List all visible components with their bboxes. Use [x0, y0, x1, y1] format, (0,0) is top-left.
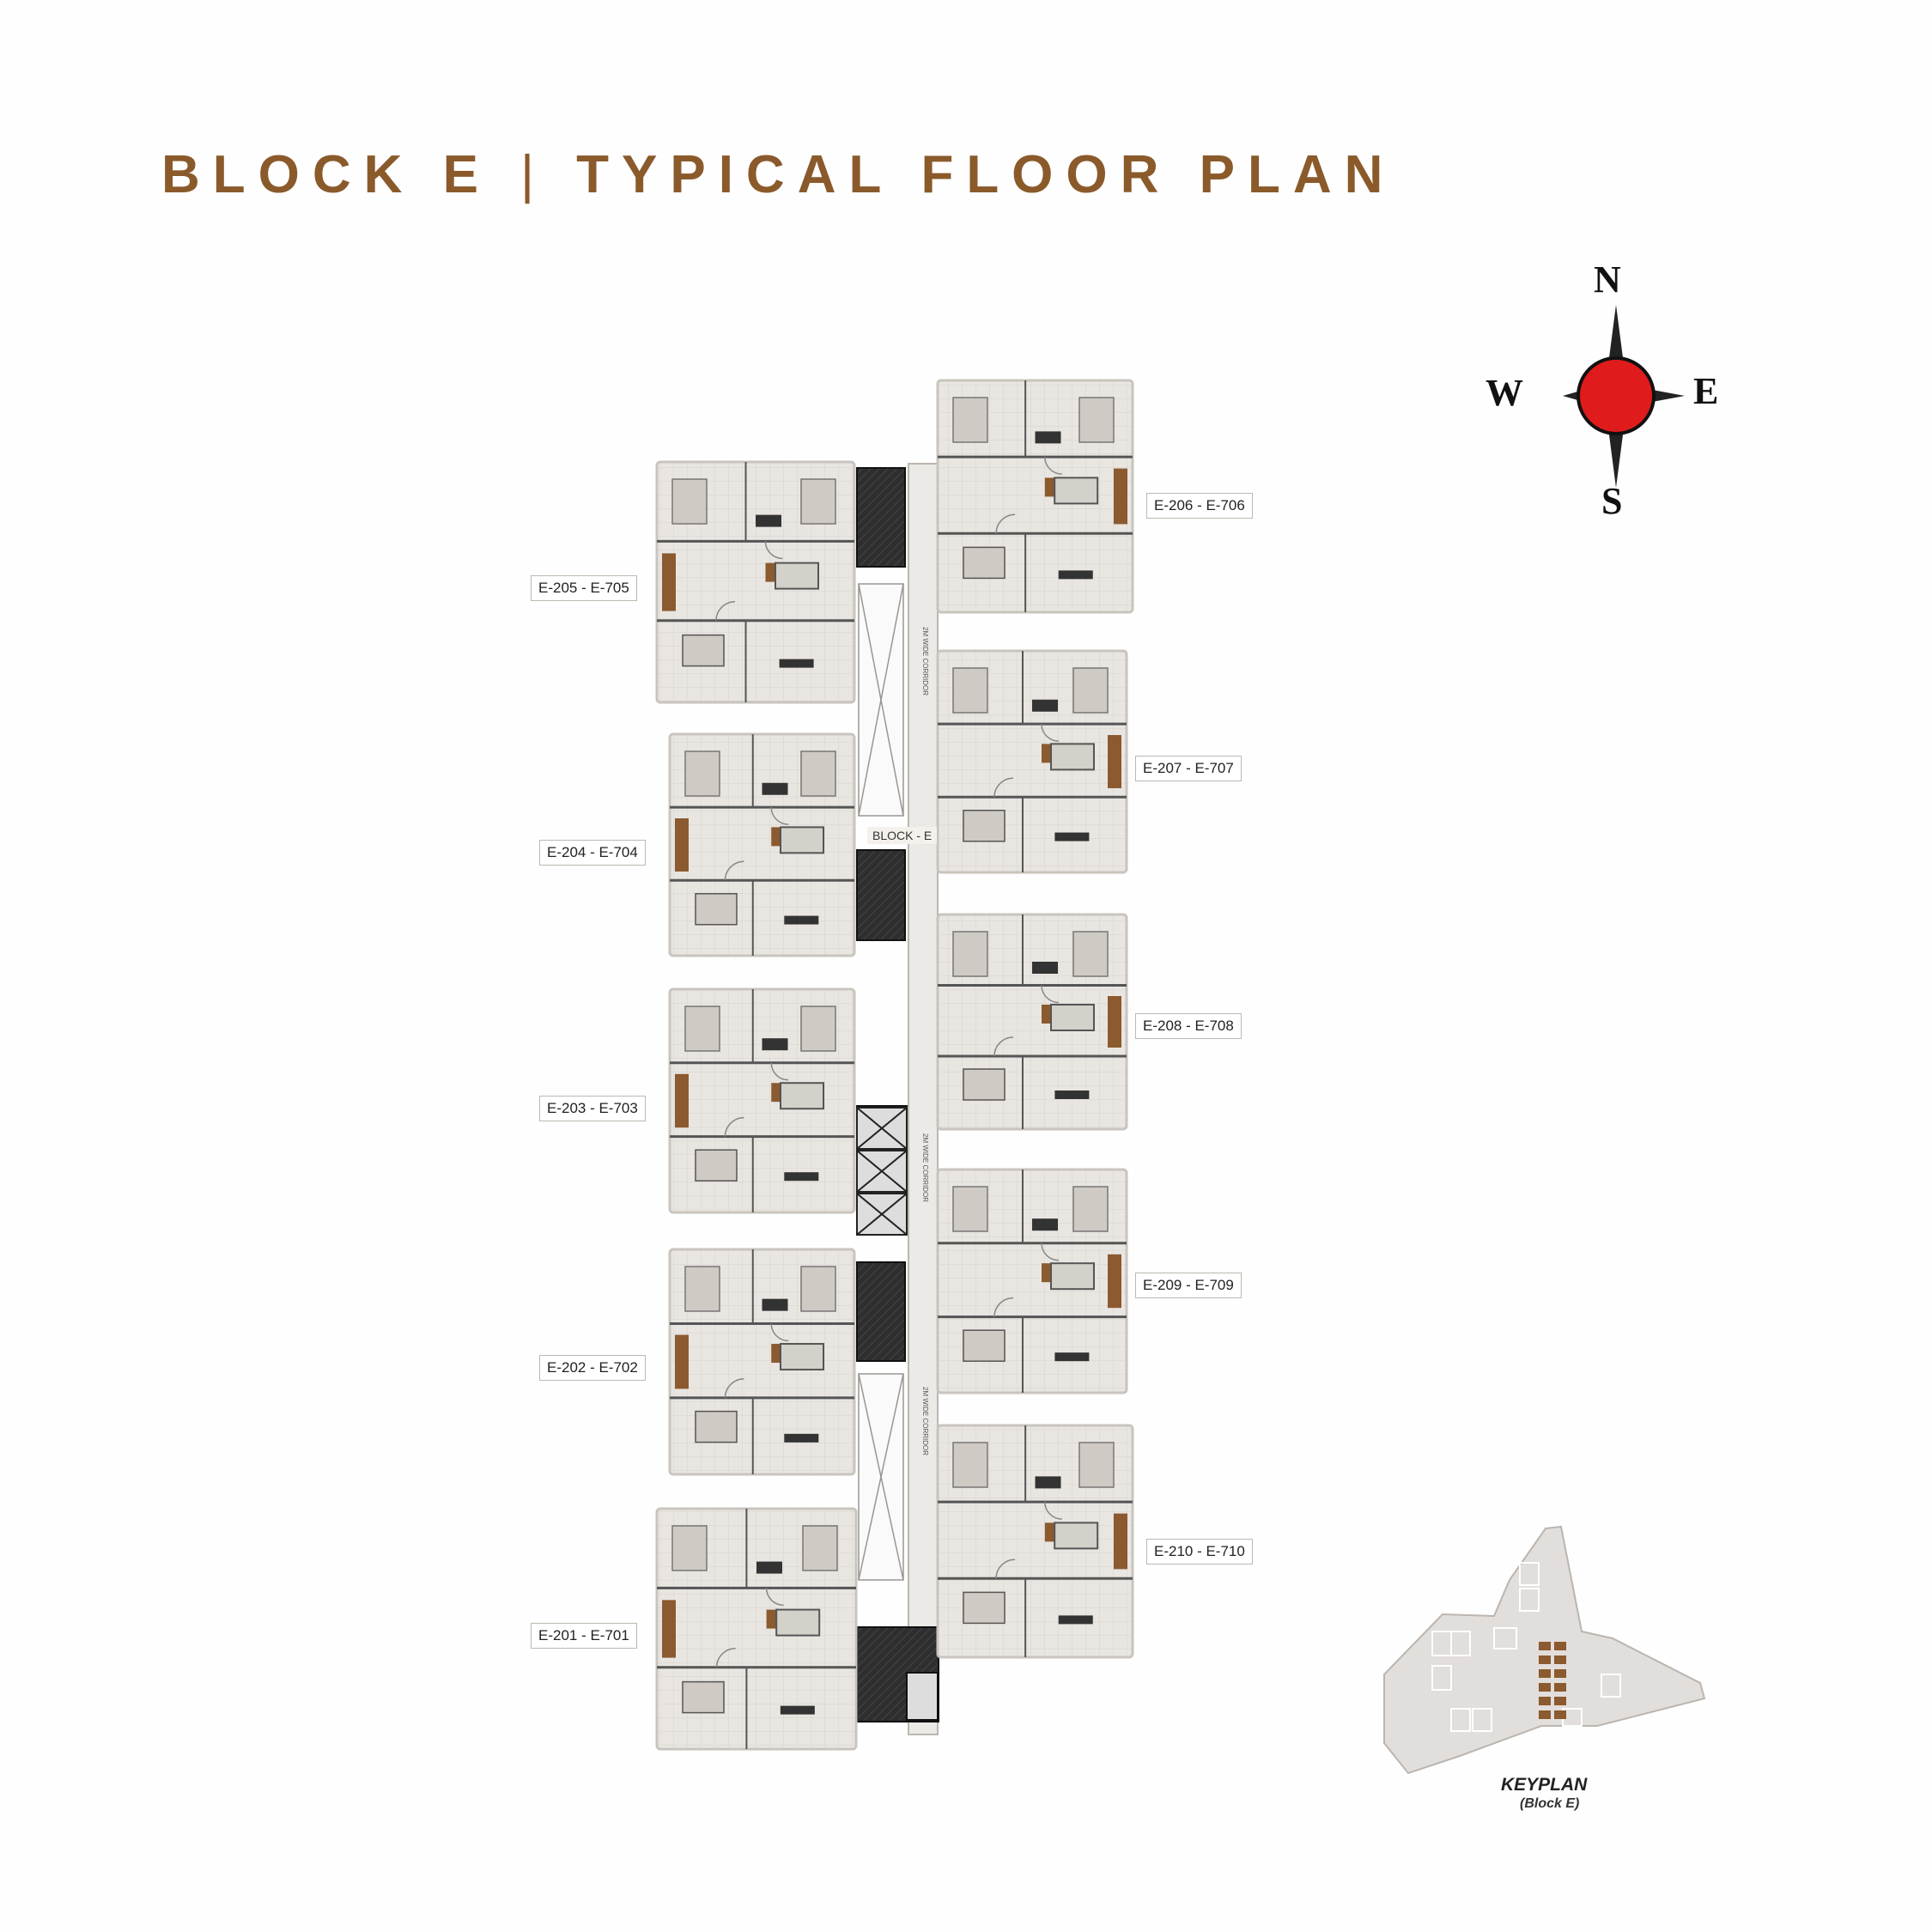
- lift-bottom: [906, 1672, 939, 1721]
- keyplan-title: KEYPLAN: [1501, 1775, 1588, 1795]
- unit-label-e206: E-206 - E-706: [1146, 493, 1253, 519]
- unit-label-e204: E-204 - E-704: [539, 840, 646, 866]
- corridor-label-3: 2M WIDE CORRIDOR: [921, 1387, 929, 1455]
- apartment-unit: [655, 1507, 858, 1751]
- core-4: [856, 1261, 906, 1362]
- compass-east: E: [1693, 370, 1719, 412]
- keyplan-block-e: [1539, 1642, 1566, 1719]
- unit-label-e203: E-203 - E-703: [539, 1096, 646, 1121]
- corridor-label-2: 2M WIDE CORRIDOR: [921, 1133, 929, 1202]
- unit-label-e201: E-201 - E-701: [531, 1623, 637, 1649]
- unit-label-e209: E-209 - E-709: [1135, 1273, 1242, 1298]
- core-1: [856, 467, 906, 568]
- unit-label-e207: E-207 - E-707: [1135, 756, 1242, 781]
- apartment-unit: [936, 913, 1128, 1131]
- core-2: [856, 849, 906, 941]
- unit-label-e210: E-210 - E-710: [1146, 1539, 1253, 1564]
- keyplan-map: [1383, 1525, 1706, 1775]
- title-block: BLOCK E: [161, 145, 491, 204]
- keyplan-subtitle: (Block E): [1520, 1796, 1580, 1811]
- compass-rose: [1563, 305, 1685, 488]
- lift-cores: [856, 1107, 908, 1236]
- apartment-unit: [936, 1168, 1128, 1394]
- corridor-label-1: 2M WIDE CORRIDOR: [921, 627, 929, 696]
- light-wells: [858, 583, 904, 1581]
- unit-label-e205: E-205 - E-705: [531, 575, 637, 601]
- compass-north: N: [1594, 258, 1621, 301]
- unit-label-e208: E-208 - E-708: [1135, 1013, 1242, 1039]
- block-label: BLOCK - E: [867, 827, 938, 844]
- apartment-unit: [668, 1248, 856, 1476]
- apartment-units: [655, 379, 1134, 1751]
- apartment-unit: [655, 460, 856, 704]
- compass-south: S: [1601, 480, 1623, 522]
- compass-west: W: [1485, 372, 1523, 414]
- apartment-unit: [668, 987, 856, 1214]
- unit-label-e202: E-202 - E-702: [539, 1355, 646, 1381]
- apartment-unit: [936, 649, 1128, 874]
- page-title: BLOCK E | TYPICAL FLOOR PLAN: [161, 144, 1395, 205]
- apartment-unit: [936, 379, 1134, 614]
- apartment-unit: [668, 732, 856, 957]
- compass-center: [1577, 356, 1656, 435]
- title-separator: |: [520, 145, 548, 204]
- apartment-unit: [936, 1424, 1134, 1659]
- title-plan-name: TYPICAL FLOOR PLAN: [576, 145, 1396, 204]
